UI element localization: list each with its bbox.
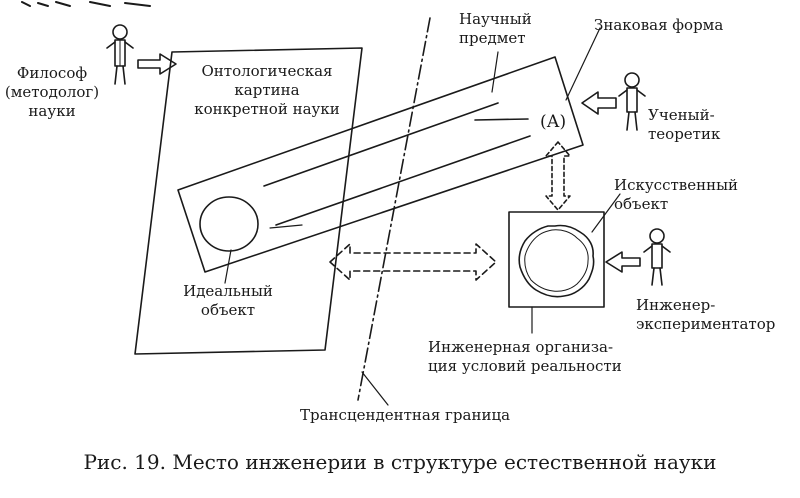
- band-line-lower: [275, 135, 531, 226]
- transcendent-boundary-label: Трансцендентная граница: [300, 406, 511, 424]
- sign-form-label: Знаковая форма: [594, 16, 724, 34]
- subject-pointer: [491, 51, 499, 93]
- ontological-picture-label: Онтологическая картина конкретной науки: [194, 62, 340, 118]
- band-line-upper: [263, 102, 499, 187]
- vertical-double-arrow: [545, 141, 571, 211]
- engineer-arrow: [605, 251, 641, 273]
- engineer-figure: [643, 228, 671, 286]
- engineering-organization-label: Инженерная организа- ция условий реально…: [428, 338, 622, 375]
- artificial-object-shape: [518, 224, 595, 298]
- theorist-label: Ученый- теоретик: [648, 106, 721, 143]
- artificial-object-label: Искусственный объект: [614, 176, 739, 213]
- ontological-picture-frame: [134, 47, 363, 355]
- scientific-subject-band: [177, 56, 584, 273]
- artificial-object-inner: [524, 229, 589, 292]
- philosopher-figure: [106, 24, 134, 85]
- transcendent-boundary-line: [357, 17, 431, 401]
- horizontal-double-arrow: [329, 243, 497, 281]
- engineering-organization-box: [508, 211, 605, 308]
- artificial-object-pointer: [591, 193, 621, 233]
- ideal-object-pointer: [224, 249, 232, 284]
- theorist-figure: [618, 72, 646, 131]
- philosopher-label: Философ (методолог) науки: [4, 64, 100, 120]
- engineer-label: Инженер- экспериментатор: [636, 296, 776, 333]
- ideal-object-circle: [199, 196, 259, 252]
- cropped-text-line: [21, 1, 151, 7]
- boundary-pointer: [361, 371, 389, 406]
- scientific-subject-label: Научный предмет: [459, 10, 532, 47]
- sign-form-pointer: [565, 27, 601, 101]
- sign-marker: (А): [540, 112, 566, 132]
- ideal-object-label: Идеальный объект: [183, 282, 273, 319]
- philosopher-arrow: [137, 53, 177, 75]
- figure-caption: Рис. 19. Место инженерии в структуре ест…: [83, 450, 717, 474]
- theorist-arrow: [581, 91, 617, 115]
- band-tick: [269, 224, 303, 229]
- sign-pointer-line: [474, 118, 529, 121]
